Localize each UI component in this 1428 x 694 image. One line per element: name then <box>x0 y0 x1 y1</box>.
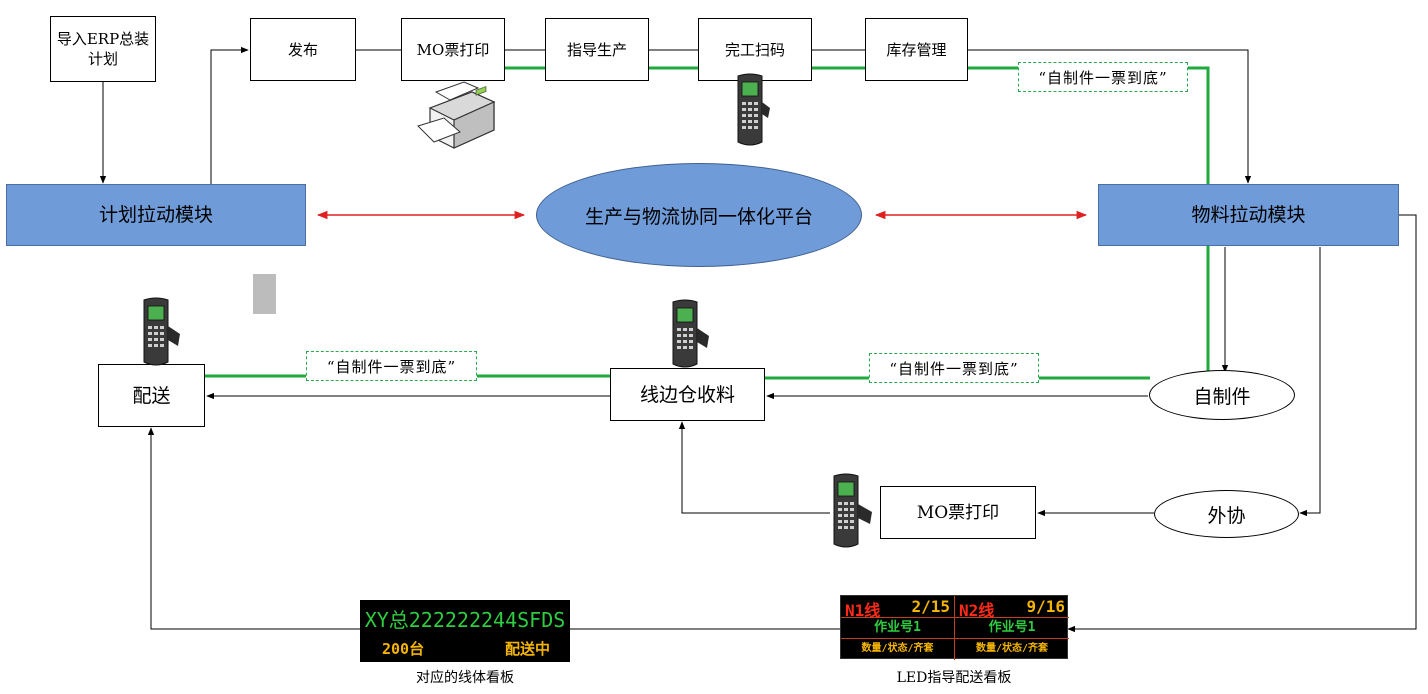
led-n1-value: 2/15 <box>911 597 950 616</box>
line-board-title: XY总222222244SFDS <box>364 608 566 632</box>
led-info1: 数量/状态/齐套 <box>841 639 955 660</box>
guide-production-label: 指导生产 <box>566 40 627 59</box>
publish-box[interactable]: 发布 <box>250 18 356 81</box>
self-made-ellipse[interactable]: 自制件 <box>1149 370 1295 420</box>
import-erp-box[interactable]: 导入ERP总装 计划 <box>50 16 156 82</box>
led-guide-board: N1线 2/15 N2线 9/16 作业号1 作业号1 数量/状态/齐套 数量/… <box>840 595 1069 660</box>
line-board: XY总222222244SFDS 200台 配送中 <box>360 600 570 662</box>
black-flow-lines <box>99 46 1417 633</box>
material-module-box[interactable]: 物料拉动模块 <box>1098 184 1399 246</box>
mo-print-top-box[interactable]: MO票打印 <box>401 18 505 81</box>
led-n2-cell: N2线 9/16 <box>955 596 1069 620</box>
outsource-ellipse[interactable]: 外协 <box>1154 490 1299 538</box>
mo-print-top-label: MO票打印 <box>416 40 490 59</box>
self-made-label: 自制件 <box>1193 385 1251 408</box>
platform-label: 生产与物流协同一体化平台 <box>584 205 813 228</box>
tag-top-right: “自制件一票到底” <box>1018 62 1188 92</box>
publish-label: 发布 <box>287 40 318 59</box>
gray-placeholder <box>253 274 276 314</box>
tag-top-right-label: “自制件一票到底” <box>1038 68 1168 87</box>
barcode-scanner-icon <box>737 73 770 146</box>
import-erp-label: 导入ERP总装 计划 <box>56 30 150 68</box>
led-guide-board-caption: LED指导配送看板 <box>896 670 1012 686</box>
guide-production-box[interactable]: 指导生产 <box>545 18 649 81</box>
barcode-scanner-icon <box>672 299 709 368</box>
led-n2-value: 9/16 <box>1026 597 1065 616</box>
tag-middle-right: “自制件一票到底” <box>869 353 1039 383</box>
material-module-label: 物料拉动模块 <box>1191 204 1306 226</box>
lineside-label: 线边仓收料 <box>639 383 735 406</box>
led-n1-label: N1线 <box>845 601 881 620</box>
inventory-label: 库存管理 <box>886 40 947 59</box>
delivery-label: 配送 <box>132 384 171 407</box>
led-info2: 数量/状态/齐套 <box>975 643 1049 654</box>
plan-module-box[interactable]: 计划拉动模块 <box>6 184 306 246</box>
line-board-caption: 对应的线体看板 <box>416 670 514 686</box>
tag-left: “自制件一票到底” <box>306 351 477 381</box>
outsource-label: 外协 <box>1207 504 1246 527</box>
platform-ellipse[interactable]: 生产与物流协同一体化平台 <box>536 163 862 267</box>
finish-scan-box[interactable]: 完工扫码 <box>698 18 812 81</box>
mo-print-bottom-label: MO票打印 <box>916 502 1000 523</box>
delivery-box[interactable]: 配送 <box>98 364 205 427</box>
line-board-status: 配送中 <box>504 640 550 658</box>
led-n1-cell: N1线 2/15 <box>841 596 955 620</box>
led-n2-label: N2线 <box>959 601 995 620</box>
printer-icon <box>417 81 496 149</box>
led-job2: 作业号1 <box>955 618 1069 639</box>
tag-left-label: “自制件一票到底” <box>326 357 457 376</box>
led-job1: 作业号1 <box>841 618 955 639</box>
barcode-scanner-icon <box>143 297 180 366</box>
mo-print-bottom-box[interactable]: MO票打印 <box>880 486 1036 539</box>
tag-middle-right-label: “自制件一票到底” <box>889 359 1019 378</box>
plan-module-label: 计划拉动模块 <box>98 204 213 226</box>
lineside-box[interactable]: 线边仓收料 <box>610 368 765 421</box>
finish-scan-label: 完工扫码 <box>724 40 785 59</box>
line-board-count: 200台 <box>382 640 425 658</box>
barcode-scanner-icon <box>833 473 872 548</box>
inventory-box[interactable]: 库存管理 <box>865 18 968 81</box>
